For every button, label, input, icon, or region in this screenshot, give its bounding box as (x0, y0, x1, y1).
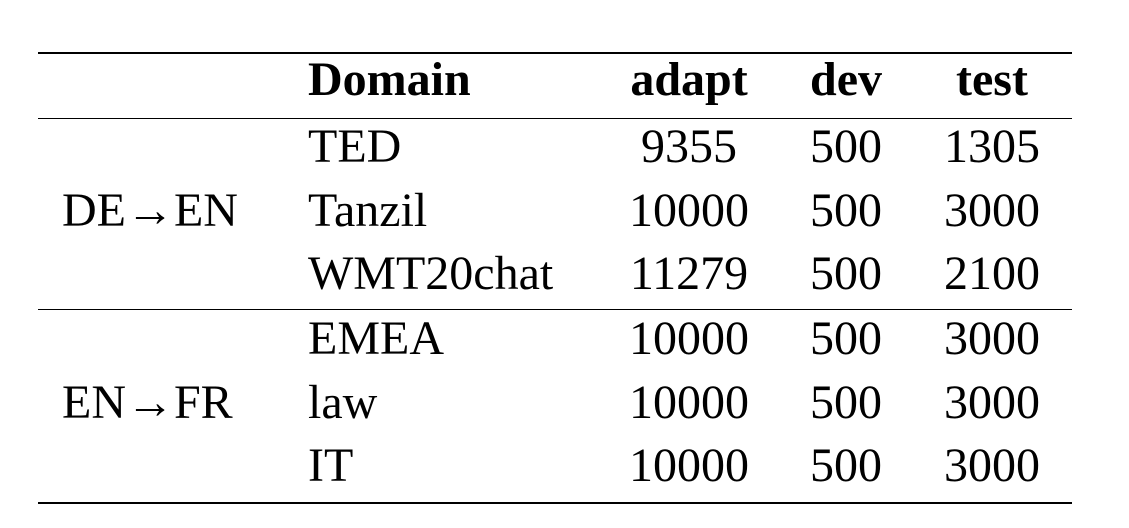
table-cell-adapt: 10000 (629, 184, 749, 237)
table-cell-domain: law (308, 376, 378, 429)
bottom-rule (38, 502, 1072, 504)
table-cell-dev: 500 (810, 376, 882, 429)
table-cell-test: 1305 (944, 120, 1040, 173)
header-dev: dev (810, 53, 882, 106)
table-cell-test: 2100 (944, 247, 1040, 300)
table-cell-dev: 500 (810, 247, 882, 300)
table-cell-dev: 500 (810, 439, 882, 492)
table-cell-domain: Tanzil (308, 184, 428, 237)
table-cell-domain: EMEA (308, 312, 444, 365)
group-separator-rule (38, 309, 1072, 310)
table-cell-adapt: 10000 (629, 439, 749, 492)
table-cell-domain: TED (308, 120, 402, 173)
table-cell-domain: WMT20chat (308, 247, 554, 300)
table-cell-test: 3000 (944, 439, 1040, 492)
top-rule (38, 52, 1072, 54)
header-adapt: adapt (630, 53, 748, 106)
table-cell-adapt: 9355 (641, 120, 737, 173)
header-rule (38, 118, 1072, 119)
table-cell-adapt: 10000 (629, 312, 749, 365)
table-cell-adapt: 11279 (629, 247, 749, 300)
table-cell-dev: 500 (810, 312, 882, 365)
table-cell-domain: IT (308, 439, 354, 492)
table-cell-test: 3000 (944, 376, 1040, 429)
table-cell-dev: 500 (810, 184, 882, 237)
header-test: test (956, 53, 1028, 106)
language-pair-de-en: DE→EN (62, 184, 238, 237)
language-pair-en-fr: EN→FR (62, 376, 233, 429)
table-cell-adapt: 10000 (629, 376, 749, 429)
header-domain: Domain (308, 53, 471, 106)
table-cell-dev: 500 (810, 120, 882, 173)
table-cell-test: 3000 (944, 312, 1040, 365)
table-cell-test: 3000 (944, 184, 1040, 237)
